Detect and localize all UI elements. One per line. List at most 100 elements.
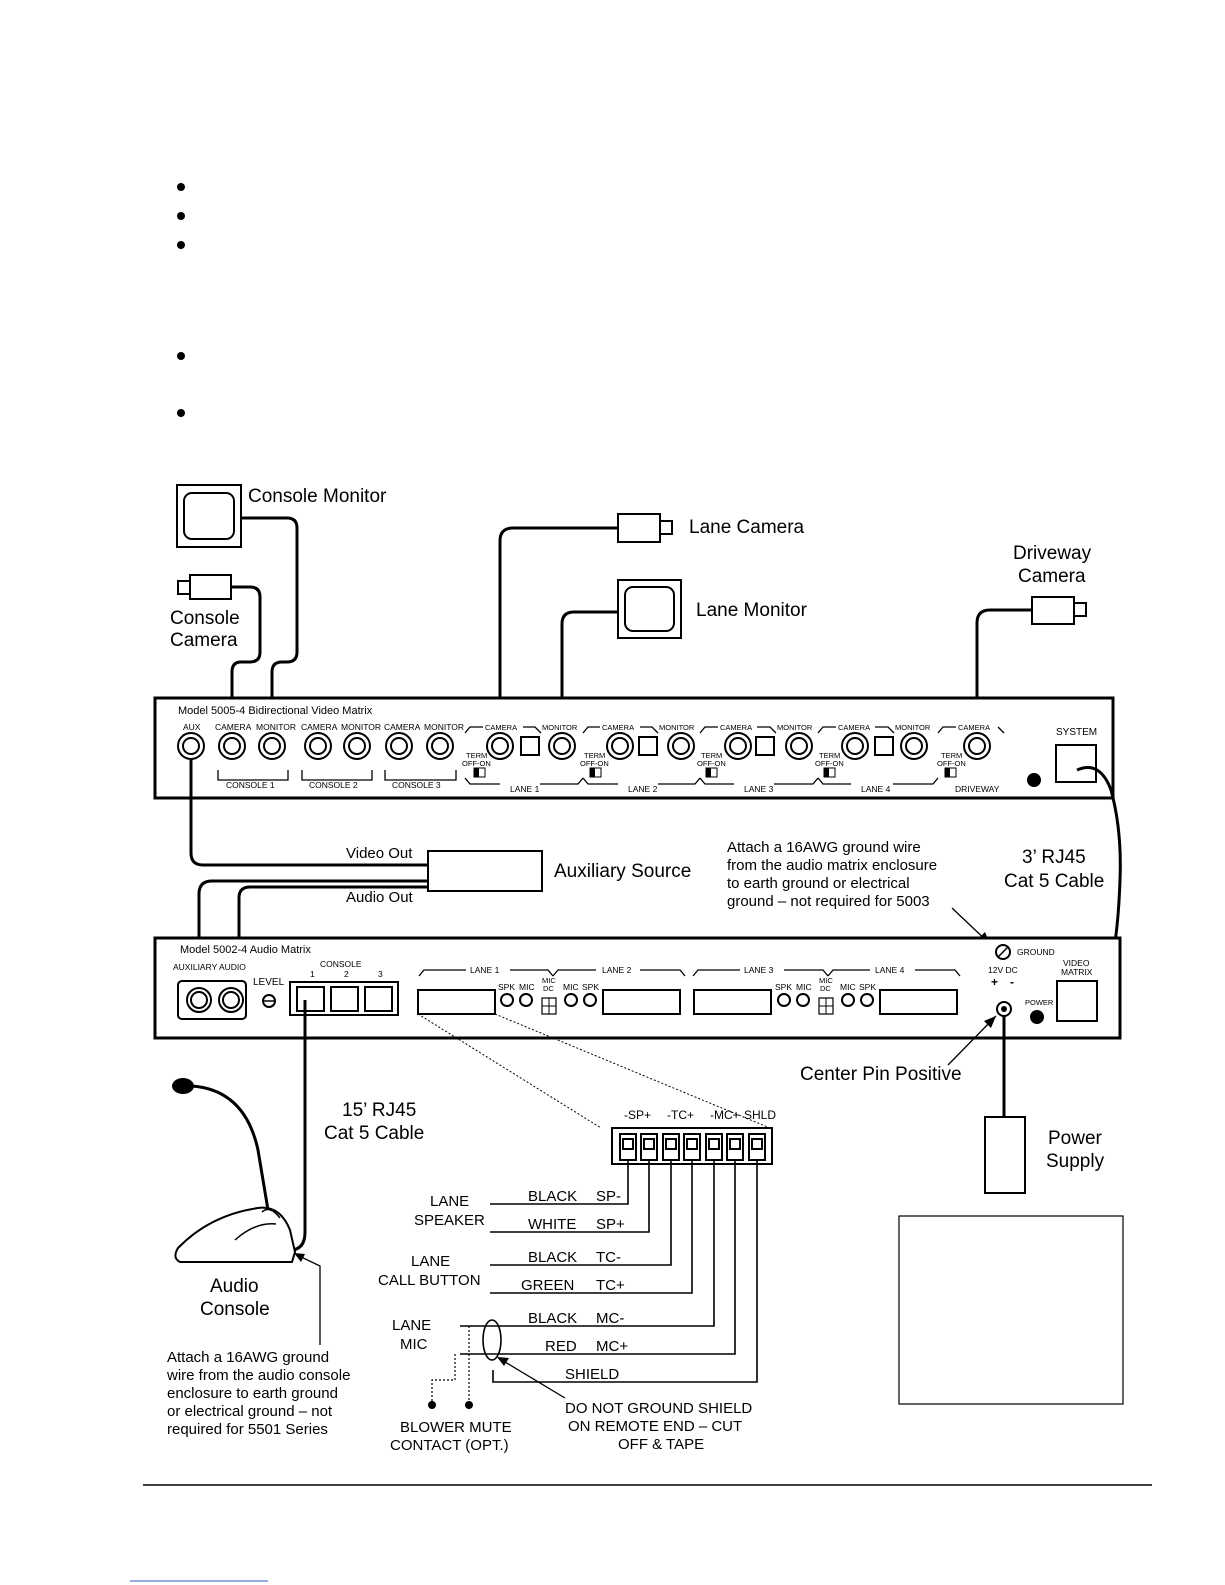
console-ground-pointer <box>296 1254 321 1345</box>
svg-text:SPK: SPK <box>582 982 599 992</box>
svg-text:MIC: MIC <box>819 976 833 985</box>
vm-lane4-mon: MONITOR <box>895 723 931 732</box>
vm-power-led <box>1027 773 1041 787</box>
bullet-3 <box>177 241 185 249</box>
bullet-1 <box>177 183 185 191</box>
ground-note-4: ground – not required for 5003 <box>727 893 930 910</box>
console-monitor-label: Console Monitor <box>248 486 387 507</box>
lane-call-button-label-1: LANE <box>411 1253 450 1270</box>
am-lane4-label: LANE 4 <box>875 965 905 975</box>
shield-note-2: ON REMOTE END – CUT <box>568 1418 742 1435</box>
svg-text:OFF-ON: OFF-ON <box>580 759 609 768</box>
bullet-2 <box>177 212 185 220</box>
am-video-matrix-port <box>1056 980 1098 1022</box>
bullet-5 <box>177 409 185 417</box>
am-lane2-label: LANE 2 <box>602 965 632 975</box>
svg-text:MIC: MIC <box>563 982 579 992</box>
svg-text:2: 2 <box>344 969 349 979</box>
wire-6-signal: MC+ <box>596 1338 628 1355</box>
svg-text:SPK: SPK <box>498 982 515 992</box>
audio-out-label: Audio Out <box>346 889 414 906</box>
power-supply <box>984 1116 1026 1194</box>
vm-mon-label-c3: MONITOR <box>424 722 464 732</box>
svg-text:OFF-ON: OFF-ON <box>815 759 844 768</box>
console-camera-cable <box>230 585 262 742</box>
wire-2-signal: SP+ <box>596 1216 625 1233</box>
video-matrix-title: Model 5005-4 Bidirectional Video Matrix <box>178 705 373 717</box>
console-port-2 <box>330 986 359 1012</box>
vm-lane1-cam: CAMERA <box>485 723 517 732</box>
wire-7-color: SHIELD <box>565 1366 619 1383</box>
console-port-3 <box>364 986 393 1012</box>
wire-4-color: GREEN <box>521 1277 574 1294</box>
console-label: CONSOLE <box>320 959 362 969</box>
level-label: LEVEL <box>253 977 285 988</box>
svg-text:OFF-ON: OFF-ON <box>462 759 491 768</box>
vm-lane-sections <box>464 726 1005 785</box>
console-ground-note-4: or electrical ground – not <box>167 1403 333 1420</box>
console-3-label: CONSOLE 3 <box>392 780 441 790</box>
terminal-header-mc: -MC+ <box>710 1108 740 1122</box>
audio-out-cable-r <box>237 885 428 996</box>
bnc-connectors <box>177 732 991 760</box>
lane-camera-label: Lane Camera <box>689 517 805 538</box>
svg-text:MIC: MIC <box>796 982 812 992</box>
term-switches: TERM OFF-ON TERM OFF-ON TERM OFF-ON TERM… <box>462 751 966 778</box>
audio-out-cable-l <box>197 879 428 996</box>
ground-note-3: to earth ground or electrical <box>727 875 910 892</box>
vm-system-label: SYSTEM <box>1056 727 1097 738</box>
vm-cam-label-c3: CAMERA <box>384 722 421 732</box>
driveway-camera <box>1031 596 1087 625</box>
blower-label-2: CONTACT (OPT.) <box>390 1437 509 1454</box>
shield-note-arrow <box>499 1358 566 1399</box>
wire-4-signal: TC+ <box>596 1277 625 1294</box>
audio-console-label-1: Audio <box>210 1276 259 1297</box>
svg-text:TERM: TERM <box>819 751 840 760</box>
rj45-15ft-label-2: Cat 5 Cable <box>324 1123 424 1144</box>
audio-console <box>172 1078 297 1263</box>
wire-3-signal: TC- <box>596 1249 621 1266</box>
blower-contact-2 <box>465 1401 473 1409</box>
audio-matrix-title: Model 5002-4 Audio Matrix <box>180 944 311 956</box>
lane-call-button-label-2: CALL BUTTON <box>378 1272 481 1289</box>
am-lane3-label: LANE 3 <box>744 965 774 975</box>
console-1-label: CONSOLE 1 <box>226 780 275 790</box>
lane-monitor-cable <box>560 610 618 742</box>
lane-mic-label-1: LANE <box>392 1317 431 1334</box>
blower-mute-wires <box>431 1326 470 1405</box>
svg-text:MIC: MIC <box>519 982 535 992</box>
vm-lane4-cam: CAMERA <box>838 723 870 732</box>
lane-mic-label-2: MIC <box>400 1336 428 1353</box>
center-pin-label: Center Pin Positive <box>800 1064 962 1085</box>
ground-note-1: Attach a 16AWG ground wire <box>727 839 921 856</box>
lane-monitor-label: Lane Monitor <box>696 600 808 621</box>
auxiliary-source-label: Auxiliary Source <box>554 861 691 882</box>
vm-lane2-mon: MONITOR <box>659 723 695 732</box>
svg-text:TERM: TERM <box>941 751 962 760</box>
aux-label: AUX <box>183 722 201 732</box>
wire-5-signal: MC- <box>596 1310 624 1327</box>
vm-lane1-mon: MONITOR <box>542 723 578 732</box>
wire-3-color: BLACK <box>528 1249 577 1266</box>
svg-text:1: 1 <box>310 969 315 979</box>
shield-ellipse <box>482 1319 502 1361</box>
console-ground-note-3: enclosure to earth ground <box>167 1385 338 1402</box>
svg-text:MIC: MIC <box>840 982 856 992</box>
rj45-3ft-label-1: 3’ RJ45 <box>1022 847 1086 868</box>
vm-lane2-label: LANE 2 <box>628 784 658 794</box>
console-2-label: CONSOLE 2 <box>309 780 358 790</box>
wire-1-color: BLACK <box>528 1188 577 1205</box>
svg-text:SPK: SPK <box>859 982 876 992</box>
vm-system-port <box>1055 744 1097 783</box>
audio-console-label-2: Console <box>200 1299 270 1320</box>
svg-text:DC: DC <box>543 984 554 993</box>
vm-driveway-label: DRIVEWAY <box>955 784 1000 794</box>
vm-mon-label-c2: MONITOR <box>341 722 381 732</box>
console-ground-note-2: wire from the audio console <box>166 1367 350 1384</box>
lane-camera <box>617 513 673 543</box>
wire-2-color: WHITE <box>528 1216 576 1233</box>
lane-camera-cable <box>498 526 618 742</box>
console-ground-note-1: Attach a 16AWG ground <box>167 1349 329 1366</box>
shield-note-3: OFF & TAPE <box>618 1436 704 1453</box>
